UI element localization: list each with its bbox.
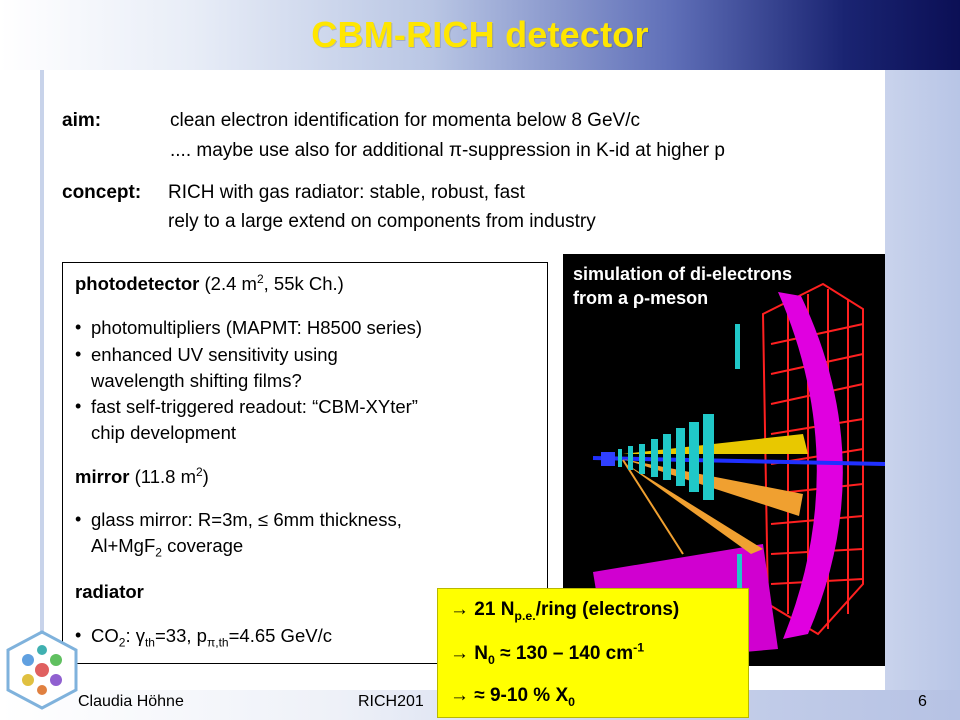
slide-title: CBM-RICH detector <box>311 14 649 55</box>
footer-author: Claudia Höhne <box>78 693 184 710</box>
aim-line-2: .... maybe use also for additional π-sup… <box>170 140 725 161</box>
concept-line-2: rely to a large extend on components fro… <box>168 211 596 232</box>
page-number: 6 <box>918 693 927 710</box>
bullet: • <box>75 625 82 645</box>
footer-event: RICH201 <box>358 693 424 710</box>
aim-label: aim: <box>62 110 102 131</box>
photodetector-bullet-3: fast self-triggered readout: “CBM-XYter” <box>91 396 418 417</box>
mirror-shape <box>778 292 843 639</box>
cbm-logo-icon <box>6 630 78 710</box>
result-radiation-length: → ≈ 9-10 % X0 <box>450 685 576 709</box>
radiator-heading: radiator <box>75 581 144 602</box>
mirror-bullet-1: glass mirror: R=3m, ≤ 6mm thickness, <box>91 509 402 530</box>
bullet: • <box>75 317 82 337</box>
bullet: • <box>75 396 82 416</box>
right-accent-panel <box>885 70 960 690</box>
concept-line-1: RICH with gas radiator: stable, robust, … <box>168 182 525 203</box>
target-marker <box>601 452 615 466</box>
radiator-bullet-1: CO2: γth=33, pπ,th=4.65 GeV/c <box>91 625 332 650</box>
photodetector-heading: photodetector (2.4 m2, 55k Ch.) <box>75 271 344 294</box>
result-n0: → N0 ≈ 130 – 140 cm-1 <box>450 640 645 667</box>
tracking-hits <box>618 324 742 594</box>
mirror-bullet-1-cont: Al+MgF2 coverage <box>91 535 244 560</box>
bullet: • <box>75 509 82 529</box>
photodetector-bullet-3-cont: chip development <box>91 422 237 443</box>
mirror-heading: mirror (11.8 m2) <box>75 464 209 487</box>
photodetector-bullet-2-cont: wavelength shifting films? <box>91 370 302 391</box>
left-accent-bar <box>40 70 44 690</box>
rho-symbol: ρ <box>633 288 645 308</box>
result-photoelectrons: → 21 Np.e./ring (electrons) <box>450 599 680 623</box>
particle-tracks <box>622 434 808 555</box>
pi-symbol: π <box>448 140 462 161</box>
bullet: • <box>75 344 82 364</box>
aim-line-1: clean electron identification for moment… <box>170 110 640 131</box>
photodetector-bullet-1: photomultipliers (MAPMT: H8500 series) <box>91 317 423 338</box>
header-band <box>0 0 960 70</box>
results-highlight-box: → 21 Np.e./ring (electrons) → N0 ≈ 130 –… <box>437 588 749 718</box>
simulation-caption: simulation of di-electrons from a ρ-meso… <box>573 264 793 308</box>
concept-label: concept: <box>62 182 142 203</box>
photodetector-bullet-2: enhanced UV sensitivity using <box>91 344 338 365</box>
